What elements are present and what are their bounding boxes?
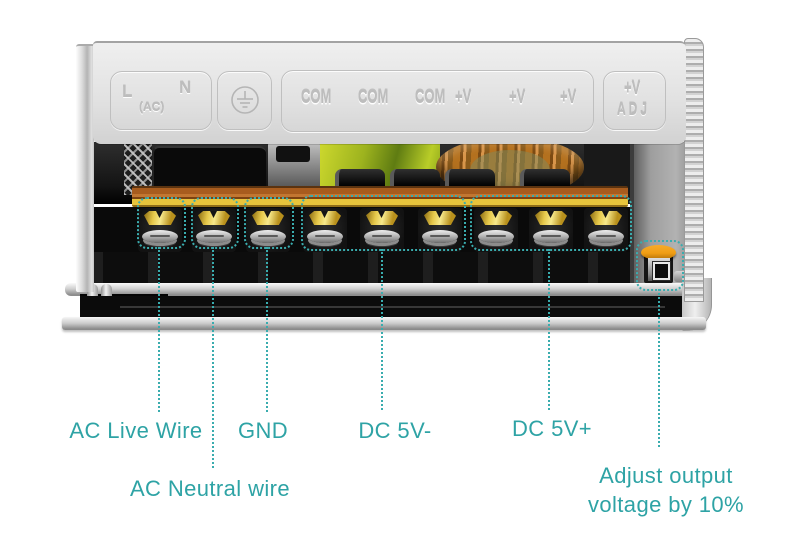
terminal-screw-head <box>142 230 178 243</box>
ground-label-box <box>217 71 272 130</box>
label-adjust-line1: Adjust output <box>599 463 733 488</box>
label-com-1: COM <box>301 85 332 108</box>
callout-line-ac-neutral <box>212 247 214 468</box>
label-com-2: COM <box>358 85 389 108</box>
callout-line-gnd <box>266 247 268 412</box>
label-neutral: N <box>179 78 192 97</box>
terminal-screw-head <box>250 230 286 243</box>
terminal-screw-head <box>422 230 458 243</box>
label-plusv-1: +V <box>455 85 472 108</box>
terminal-clamp <box>480 211 512 225</box>
terminal-block-lower <box>93 252 630 283</box>
terminal-screw-5 <box>360 208 404 252</box>
label-ac-neutral-wire: AC Neutral wire <box>129 476 291 501</box>
terminal-screw-head <box>364 230 400 243</box>
terminal-clamp <box>590 211 622 225</box>
case-serrated-flange <box>684 38 704 302</box>
label-dc-5v-minus: DC 5V- <box>358 418 432 443</box>
label-adjust-output-voltage: Adjust output voltage by 10% <box>588 461 744 519</box>
terminal-screw-head <box>196 230 232 243</box>
potentiometer-adjust-slot <box>652 261 671 281</box>
voltage-adjust-label-box: +V ADJ <box>603 71 666 130</box>
ac-input-label-box: L (AC) N <box>110 71 212 130</box>
case-left-wall <box>76 44 94 292</box>
callout-line-adjust <box>658 289 660 447</box>
chassis-rail-lower <box>62 317 706 330</box>
callout-line-dc-plus <box>548 249 550 410</box>
terminal-clamp <box>535 211 567 225</box>
label-gnd: GND <box>237 418 289 443</box>
callout-outline-gnd <box>244 197 294 249</box>
callout-outline-ac-live <box>137 197 186 249</box>
callout-outline-potentiometer <box>636 240 684 291</box>
terminal-clamp <box>366 211 398 225</box>
terminal-screw-head <box>478 230 514 243</box>
terminal-clamp <box>198 211 230 225</box>
terminal-screw-head <box>588 230 624 243</box>
terminal-clamp <box>309 211 341 225</box>
callout-outline-ac-neutral <box>191 197 239 249</box>
terminal-screw-head <box>533 230 569 243</box>
label-adj: ADJ <box>617 98 651 120</box>
terminal-clamp <box>252 211 284 225</box>
label-com-3: COM <box>415 85 446 108</box>
earth-ground-icon <box>231 86 259 114</box>
callout-line-dc-minus <box>381 249 383 410</box>
label-plusv-3: +V <box>560 85 577 108</box>
terminal-screw-1 <box>138 208 182 252</box>
label-ac: (AC) <box>139 100 165 114</box>
callout-outline-dc-plus-group <box>470 195 632 251</box>
label-live: L <box>122 82 133 101</box>
label-adj-plusv: +V <box>624 76 641 99</box>
chassis-base-line <box>120 306 665 308</box>
terminal-screw-9 <box>584 208 628 252</box>
label-plusv-2: +V <box>509 85 526 108</box>
terminal-screw-head <box>307 230 343 243</box>
label-dc-5v-plus: DC 5V+ <box>511 416 593 441</box>
output-terminal-label-box: COM COM COM +V +V +V <box>281 70 594 132</box>
label-ac-live-wire: AC Live Wire <box>69 418 203 443</box>
bracket-cap <box>276 146 310 162</box>
terminal-screw-6 <box>418 208 462 252</box>
callout-outline-dc-minus-group <box>301 195 466 251</box>
callout-line-ac-live <box>158 247 160 412</box>
terminal-screw-7 <box>474 208 518 252</box>
terminal-screw-8 <box>529 208 573 252</box>
label-adjust-line2: voltage by 10% <box>587 492 745 517</box>
chassis-rail-upper <box>65 283 690 296</box>
terminal-clamp <box>424 211 456 225</box>
potentiometer-dial <box>641 245 676 260</box>
terminal-clamp <box>144 211 176 225</box>
